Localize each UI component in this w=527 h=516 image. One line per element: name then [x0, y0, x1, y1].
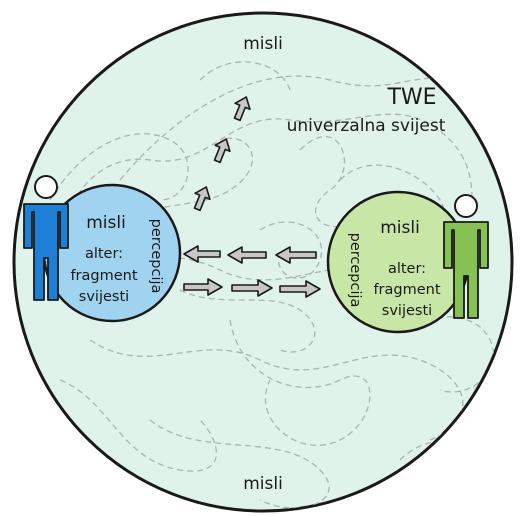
right-alter-line1: alter:: [388, 261, 426, 277]
rightward-arrows: [183, 278, 321, 298]
right-person-figure: [443, 194, 489, 319]
left-arrow: [227, 246, 267, 264]
left-person-figure: [23, 175, 69, 301]
left-arrow: [275, 246, 317, 264]
leftward-arrows: [183, 245, 317, 264]
left-alter-perception: percepcija: [148, 219, 164, 294]
left-arrow: [183, 245, 221, 263]
right-arrow: [279, 280, 321, 298]
left-alter-line1: alter:: [85, 246, 123, 262]
left-alter-thoughts: misli: [86, 213, 126, 233]
up-arrow: [233, 96, 251, 122]
right-alter-perception: percepcija: [347, 233, 363, 308]
universal-consciousness-circle: [12, 11, 514, 513]
universe-thoughts-bottom: misli: [243, 474, 283, 494]
up-arrow: [193, 186, 211, 212]
universe-thoughts-top: misli: [243, 34, 283, 54]
left-alter-line2: fragment: [70, 268, 137, 284]
right-alter-thoughts: misli: [380, 218, 420, 238]
right-arrow: [183, 278, 223, 296]
up-arrow: [213, 138, 231, 164]
left-person-head: [34, 175, 58, 199]
universe-subtitle: univerzalna svijest: [287, 116, 446, 136]
right-alter-line3: svijesti: [382, 303, 432, 319]
right-person-head: [454, 194, 478, 218]
right-arrow: [231, 279, 273, 297]
left-alter-line3: svijesti: [79, 289, 129, 305]
upward-arrows: [193, 96, 251, 212]
universe-title: TWE: [386, 85, 436, 110]
right-alter-line2: fragment: [373, 282, 440, 298]
